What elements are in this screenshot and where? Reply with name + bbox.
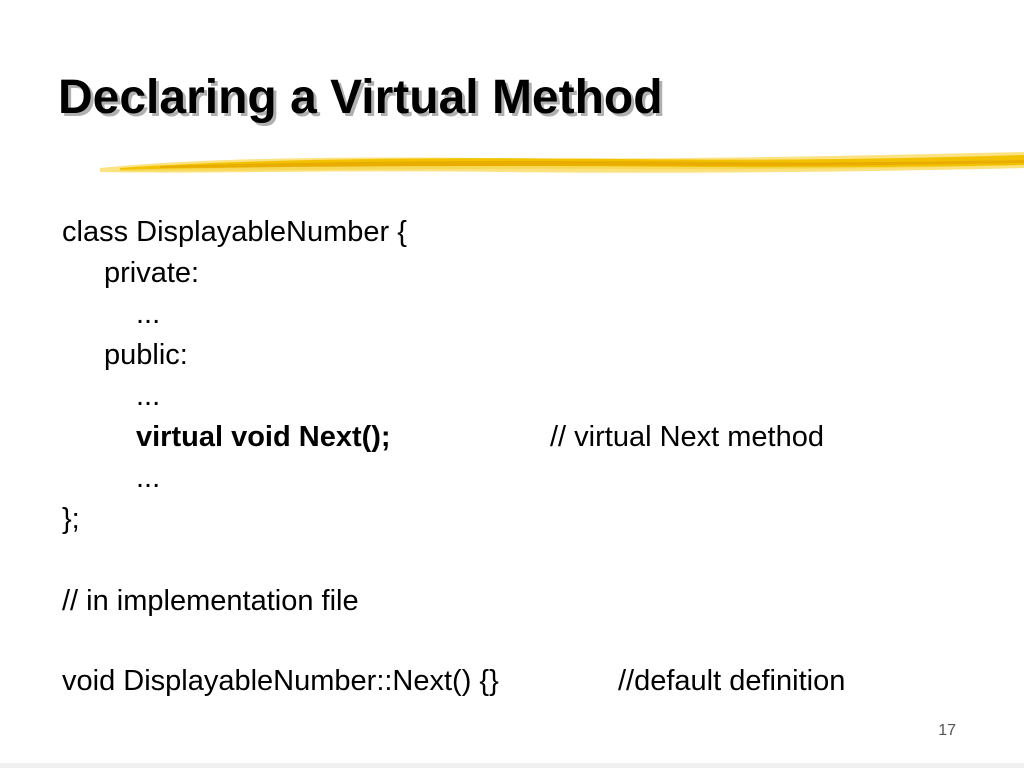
code-line-class-declaration: class DisplayableNumber { — [62, 216, 407, 248]
code-line-ellipsis: ... — [136, 380, 161, 412]
code-comment-default-definition: //default definition — [618, 665, 846, 697]
slide-title: Declaring a Virtual Method — [58, 71, 663, 124]
code-line-private: private: — [104, 257, 200, 289]
code-line-class-close: }; — [62, 503, 80, 535]
code-comment-virtual-method: // virtual Next method — [550, 421, 824, 453]
code-comment-implementation-file: // in implementation file — [62, 585, 359, 617]
footer-band — [0, 763, 1024, 768]
page-number: 17 — [938, 722, 956, 739]
title-underline-brush-stroke — [100, 152, 1024, 173]
code-line-method-definition: void DisplayableNumber::Next() {} — [62, 665, 499, 697]
code-line-ellipsis: ... — [136, 298, 161, 330]
code-line-ellipsis: ... — [136, 462, 161, 494]
code-line-public: public: — [104, 339, 188, 371]
code-line-virtual-declaration: virtual void Next(); — [136, 421, 391, 453]
